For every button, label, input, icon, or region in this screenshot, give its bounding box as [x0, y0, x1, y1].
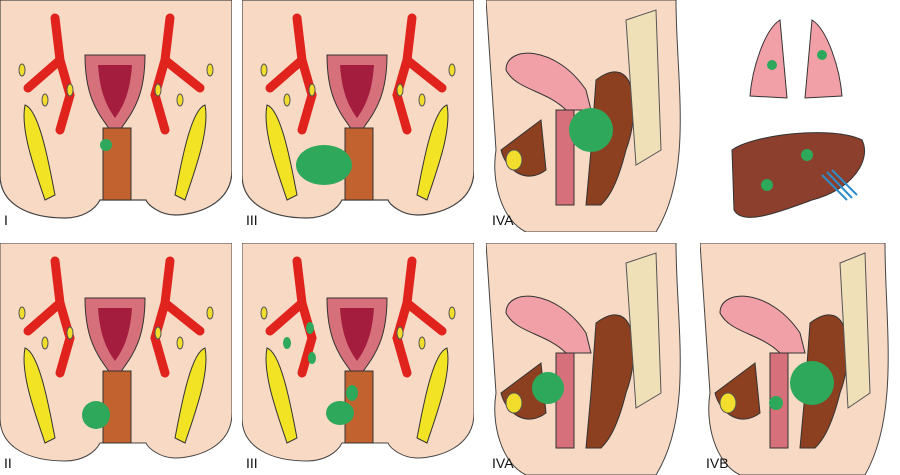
vaginal-canal — [555, 352, 575, 449]
lymph-node — [260, 63, 268, 77]
lymph-node — [176, 336, 184, 350]
lymph-node — [206, 63, 214, 77]
lymph-node — [41, 336, 49, 350]
lymph-node — [18, 63, 26, 77]
sagittal-pelvis-diagram — [486, 243, 681, 475]
uterus — [505, 295, 592, 354]
tumor — [767, 60, 777, 70]
spine — [625, 9, 662, 166]
panel-metastasis-organs — [712, 0, 900, 232]
lymph-node — [260, 306, 268, 320]
panel-stage-iii-top: III — [242, 0, 474, 232]
lymph-node — [448, 306, 456, 320]
frontal-pelvis-diagram — [242, 0, 474, 219]
tumor — [569, 108, 613, 152]
stage-label: IVB — [706, 455, 729, 471]
frontal-pelvis-diagram — [242, 243, 474, 462]
lymph-node — [396, 83, 404, 97]
uterus-cavity — [98, 308, 132, 361]
hepatic-vessels — [821, 169, 858, 201]
lymph-node — [448, 63, 456, 77]
tumor — [769, 396, 783, 410]
tumor — [532, 372, 564, 404]
uterus-cavity — [340, 308, 374, 361]
lymph-node — [154, 83, 162, 97]
stage-label: IVA — [492, 455, 514, 471]
lymph-node — [396, 326, 404, 340]
sagittal-pelvis-diagram — [486, 0, 681, 232]
lymph-node — [18, 306, 26, 320]
liver — [731, 132, 865, 218]
lymph-node — [176, 93, 184, 107]
lymph-node — [66, 326, 74, 340]
lymph-node — [308, 83, 316, 97]
uterus-cavity — [340, 65, 374, 118]
lymph-node — [283, 93, 291, 107]
lymph-node — [206, 306, 214, 320]
muscle-right — [416, 104, 449, 201]
vagina — [102, 370, 132, 444]
muscle-left — [23, 104, 56, 201]
panel-stage-iva-bottom: IVA — [486, 243, 694, 475]
stage-label: III — [246, 212, 258, 228]
vagina — [102, 127, 132, 201]
spine — [625, 252, 662, 409]
artery-right — [392, 13, 447, 135]
lymph-node — [41, 93, 49, 107]
panel-stage-i: I — [0, 0, 232, 232]
panel-stage-iva-top: IVA — [486, 0, 694, 232]
spine — [839, 252, 871, 409]
pubic-bone — [505, 392, 523, 414]
pubic-bone — [719, 392, 737, 414]
artery-right — [150, 13, 205, 135]
tumor — [326, 401, 354, 425]
lymph-node-involved — [308, 352, 316, 364]
uterus — [505, 52, 592, 111]
artery-right — [150, 256, 205, 378]
distant-organs-diagram — [731, 19, 865, 218]
lung-left — [749, 19, 788, 99]
muscle-right — [416, 347, 449, 444]
tumor — [817, 50, 827, 60]
lymph-node — [66, 83, 74, 97]
muscle-left — [265, 104, 298, 201]
panel-stage-ivb: IVB — [700, 243, 900, 475]
stage-label: II — [4, 455, 12, 471]
tumor — [82, 401, 110, 429]
panel-stage-iii-bottom: III — [242, 243, 474, 475]
lymph-node — [418, 336, 426, 350]
stage-label: III — [246, 455, 258, 471]
lymph-node-involved — [306, 322, 314, 334]
tumor — [296, 145, 352, 185]
stage-label: IVA — [492, 212, 514, 228]
tumor — [346, 385, 358, 401]
lymph-node — [154, 326, 162, 340]
tumor — [100, 139, 112, 151]
stage-label: I — [4, 212, 8, 228]
muscle-left — [23, 347, 56, 444]
tumor — [801, 149, 813, 161]
rectum — [585, 314, 635, 449]
artery-left — [265, 256, 317, 378]
lymph-node-involved — [283, 337, 291, 349]
artery-right — [392, 256, 447, 378]
frontal-pelvis-diagram — [0, 243, 232, 462]
muscle-right — [174, 347, 207, 444]
pubic-bone — [505, 149, 523, 171]
muscle-right — [174, 104, 207, 201]
sagittal-pelvis-diagram — [700, 243, 889, 475]
lymph-node — [418, 93, 426, 107]
frontal-pelvis-diagram — [0, 0, 232, 219]
tumor — [761, 179, 773, 191]
panel-stage-ii: II — [0, 243, 232, 475]
uterus — [719, 295, 806, 354]
uterus-cavity — [98, 65, 132, 118]
muscle-left — [265, 347, 298, 444]
tumor — [790, 361, 834, 405]
